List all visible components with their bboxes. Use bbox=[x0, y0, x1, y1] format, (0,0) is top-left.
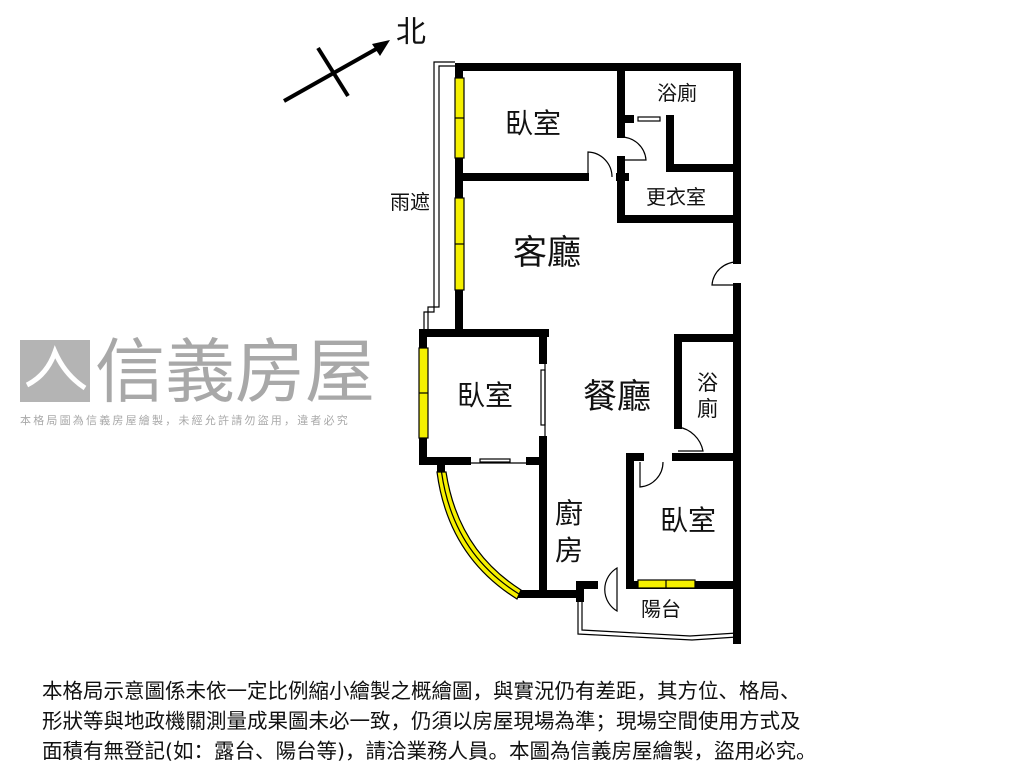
room-label-closet: 更衣室 bbox=[646, 185, 706, 209]
bay-window bbox=[436, 471, 522, 600]
room-label-bath-right-1: 浴 bbox=[697, 371, 718, 395]
windows bbox=[418, 77, 696, 600]
room-label-rain-shelter: 雨遮 bbox=[390, 190, 430, 214]
room-label-bath-top: 浴廁 bbox=[657, 81, 697, 105]
door-swing bbox=[620, 136, 647, 161]
north-arrow-icon bbox=[283, 46, 379, 103]
door-swing bbox=[677, 426, 704, 452]
room-label-bedroom-top: 臥室 bbox=[505, 107, 561, 140]
room-label-balcony: 陽台 bbox=[641, 597, 681, 621]
room-label-kitchen-2: 房 bbox=[555, 534, 583, 567]
disclaimer-line: 面積有無登記(如：露台、陽台等)，請洽業務人員。本圖為信義房屋繪製，盜用必究。 bbox=[42, 739, 817, 763]
room-label-kitchen-1: 廚 bbox=[555, 497, 583, 530]
door-swing bbox=[604, 566, 618, 613]
door-swing bbox=[587, 151, 613, 178]
door-swing bbox=[639, 461, 664, 488]
room-label-living-room: 客廳 bbox=[513, 233, 581, 273]
watermark-brand: 信義房屋 bbox=[95, 331, 375, 413]
rain-shelter-outline bbox=[423, 61, 455, 334]
doors bbox=[467, 116, 738, 613]
watermark-notice: 本格局圖為信義房屋繪製，未經允許請勿盜用，違者必究 bbox=[20, 413, 350, 427]
watermark: 信義房屋 本格局圖為信義房屋繪製，未經允許請勿盜用，違者必究 bbox=[20, 331, 375, 427]
disclaimer: 本格局示意圖係未依一定比例縮小繪製之概繪圖，與實況仍有差距，其方位、格局、 形狀… bbox=[42, 676, 1002, 766]
room-label-bath-right-2: 廁 bbox=[697, 397, 718, 421]
door-swing bbox=[711, 261, 738, 286]
room-label-bedroom-right: 臥室 bbox=[660, 504, 716, 537]
room-label-dining-room: 餐廳 bbox=[583, 377, 651, 417]
compass bbox=[283, 40, 390, 103]
balcony-outline bbox=[577, 598, 738, 641]
disclaimer-line: 本格局示意圖係未依一定比例縮小繪製之概繪圖，與實況仍有差距，其方位、格局、 bbox=[42, 679, 801, 703]
disclaimer-line: 形狀等與地政機關測量成果圖未必一致，仍須以房屋現場為準；現場空間使用方式及 bbox=[42, 709, 801, 733]
room-label-bedroom-left: 臥室 bbox=[457, 379, 513, 412]
north-label: 北 bbox=[396, 15, 426, 50]
